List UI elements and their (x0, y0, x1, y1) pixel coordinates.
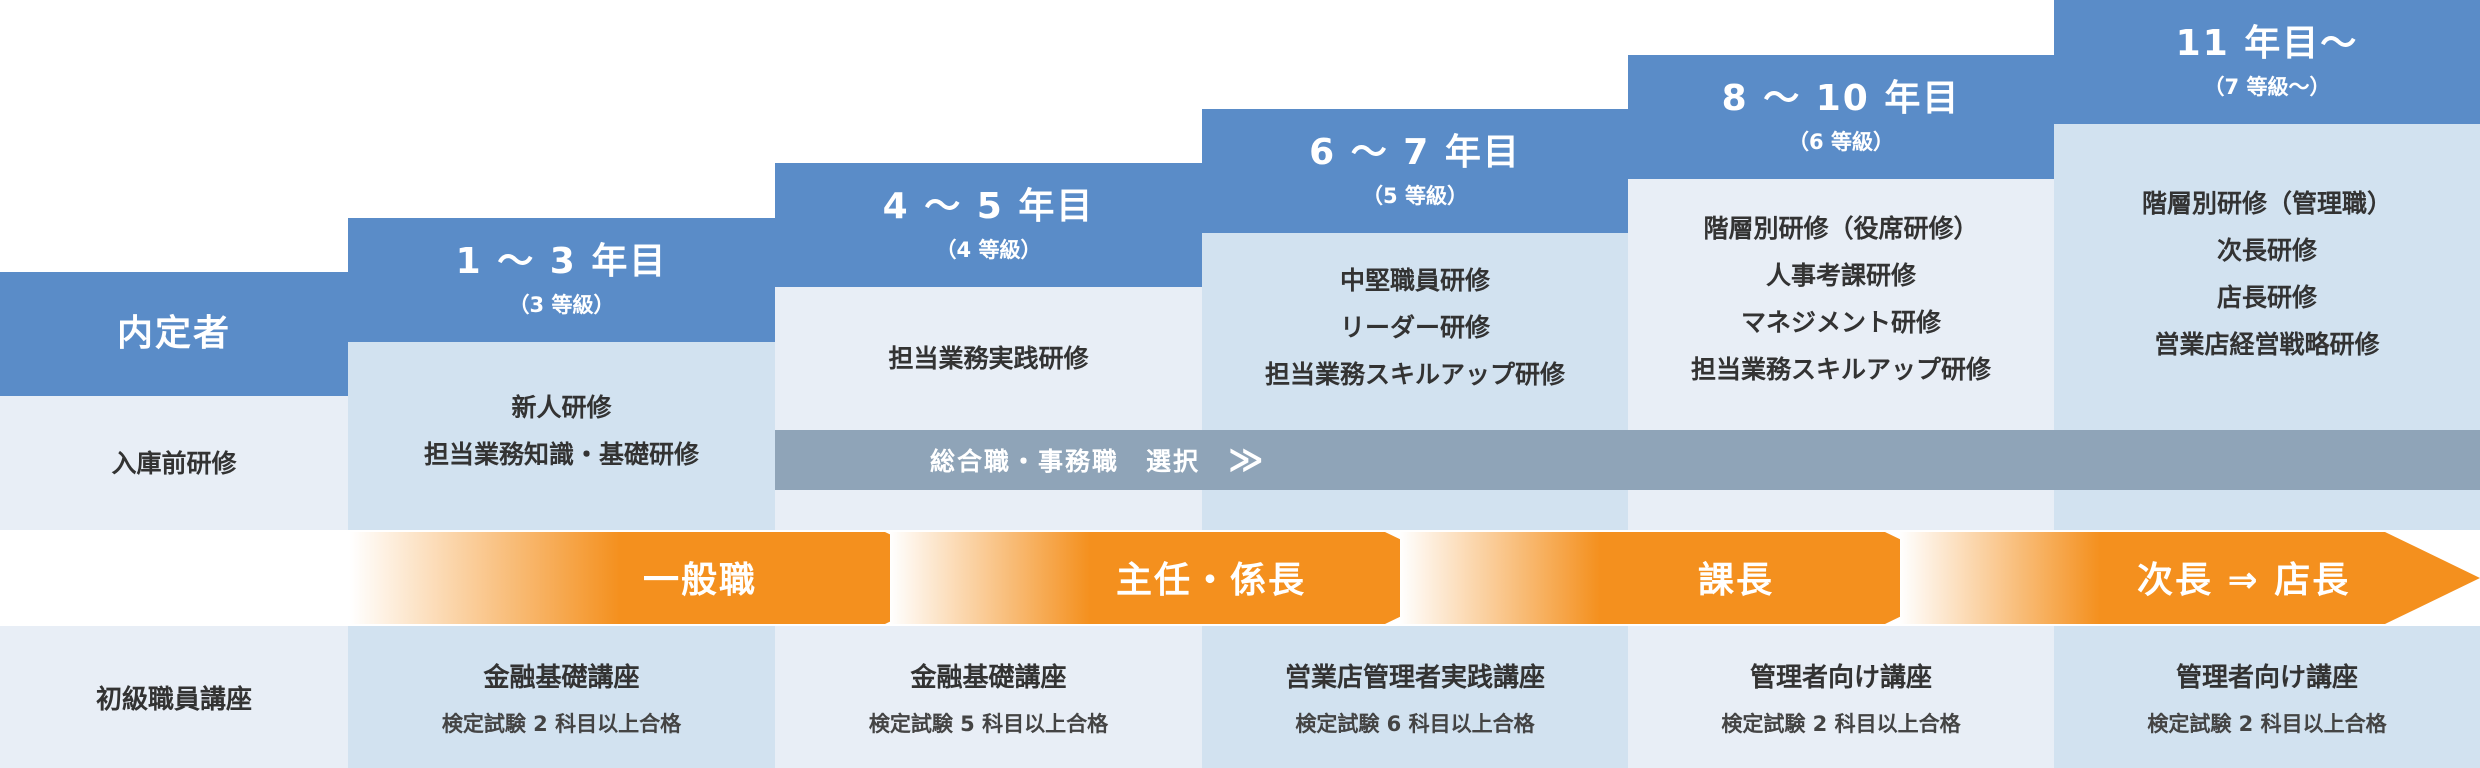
training-item: マネジメント研修 (1740, 308, 1941, 337)
pre-header: 内定者 (0, 272, 348, 396)
stage-4-grade: （6 等級） (1788, 129, 1894, 154)
position-label: 一般職 (643, 560, 758, 601)
course-selection-bar: 総合職・事務職 選択 ≫ (775, 430, 2480, 490)
arrow-general-staff (350, 532, 980, 624)
training-item: 次長研修 (2216, 236, 2317, 265)
training-item: 中堅職員研修 (1339, 266, 1490, 295)
stage-5-course-cell: 管理者向け講座 検定試験 2 科目以上合格 (2054, 626, 2480, 768)
exam-requirement: 検定試験 2 科目以上合格 (441, 711, 682, 736)
pre-training-cell: 入庫前研修 (0, 396, 348, 530)
training-item: リーダー研修 (1339, 313, 1490, 342)
training-item: 店長研修 (2216, 283, 2317, 312)
stage-1-grade: （3 等級） (508, 292, 615, 317)
stage-3-course-cell: 営業店管理者実践講座 検定試験 6 科目以上合格 (1202, 626, 1628, 768)
stage-1-course-cell: 金融基礎講座 検定試験 2 科目以上合格 (348, 626, 775, 768)
course-name: 金融基礎講座 (910, 662, 1067, 693)
course-name: 管理者向け講座 (2175, 662, 2358, 693)
stage-5-grade: （7 等級～） (2203, 74, 2331, 99)
stage-2-trainings: 担当業務実践研修 (775, 287, 1202, 530)
stage-1-title: 1 ～ 3 年目 (455, 241, 668, 283)
position-arrows (350, 532, 2480, 624)
stage-4-course-cell: 管理者向け講座 検定試験 2 科目以上合格 (1628, 626, 2054, 768)
stage-1-trainings: 新人研修 担当業務知識・基礎研修 (348, 342, 775, 530)
training-item: 人事考課研修 (1765, 261, 1916, 290)
stage-3-header: 6 ～ 7 年目 （5 等級） (1202, 109, 1628, 233)
course-name: 管理者向け講座 (1749, 662, 1932, 693)
course-selection-label: 総合職・事務職 選択 (930, 447, 1201, 476)
stage-2-grade: （4 等級） (935, 237, 1042, 262)
position-label: 次長 ⇒ 店長 (2137, 560, 2351, 601)
training-item: 階層別研修（管理職） (2141, 189, 2392, 218)
training-item: 階層別研修（役席研修） (1703, 214, 1979, 243)
pre-course-cell: 初級職員講座 (0, 626, 348, 768)
stage-2-title: 4 ～ 5 年目 (882, 186, 1095, 228)
position-label: 課長 (1698, 560, 1775, 601)
stage-4-header: 8 ～ 10 年目 （6 等級） (1628, 55, 2054, 179)
training-item: 担当業務スキルアップ研修 (1690, 355, 1991, 384)
stage-5-header: 11 年目～ （7 等級～） (2054, 0, 2480, 124)
pre-title: 内定者 (116, 313, 231, 355)
training-item: 担当業務知識・基礎研修 (423, 440, 699, 469)
arrow-section-manager (1400, 532, 1980, 624)
arrow-chief (890, 532, 1480, 624)
stage-3-title: 6 ～ 7 年目 (1309, 132, 1521, 174)
stage-2-course-cell: 金融基礎講座 検定試験 5 科目以上合格 (775, 626, 1202, 768)
pre-course: 初級職員講座 (95, 684, 252, 715)
training-item: 担当業務実践研修 (888, 344, 1089, 373)
exam-requirement: 検定試験 2 科目以上合格 (1721, 711, 1961, 736)
training-item: 営業店経営戦略研修 (2154, 330, 2380, 359)
stage-2-header: 4 ～ 5 年目 （4 等級） (775, 163, 1202, 287)
exam-requirement: 検定試験 5 科目以上合格 (868, 711, 1109, 736)
arrow-branch-manager (1900, 532, 2480, 624)
position-label: 主任・係長 (1116, 560, 1307, 601)
exam-requirement: 検定試験 2 科目以上合格 (2147, 711, 2387, 736)
course-name: 営業店管理者実践講座 (1284, 662, 1545, 693)
training-item: 新人研修 (511, 393, 612, 422)
exam-requirement: 検定試験 6 科目以上合格 (1295, 711, 1535, 736)
course-name: 金融基礎講座 (483, 662, 640, 693)
stage-1-header: 1 ～ 3 年目 （3 等級） (348, 218, 775, 342)
pre-training: 入庫前研修 (111, 448, 237, 478)
stage-4-title: 8 ～ 10 年目 (1721, 78, 1961, 120)
stage-5-title: 11 年目～ (2175, 23, 2359, 65)
stage-3-grade: （5 等級） (1362, 183, 1468, 208)
double-chevron-right-icon: ≫ (1228, 440, 1266, 480)
training-item: 担当業務スキルアップ研修 (1264, 360, 1565, 389)
